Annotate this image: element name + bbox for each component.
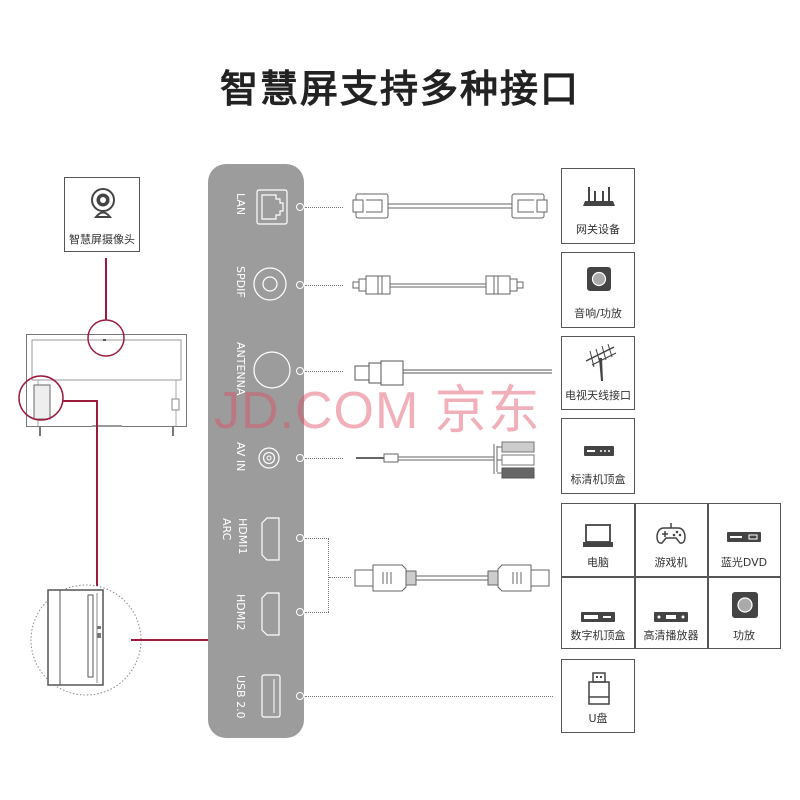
device-label-hd-player: 高清播放器 xyxy=(643,629,699,642)
dvd-player-icon xyxy=(727,532,761,542)
dotted-line-hdmi-merge xyxy=(329,577,351,578)
device-label-speaker: 音响/功放 xyxy=(574,307,622,320)
antenna-cable-icon xyxy=(354,360,552,386)
camera-label: 智慧屏摄像头 xyxy=(69,233,135,246)
av-cable-icon xyxy=(356,441,535,479)
device-cell-amplifier: 功放 xyxy=(708,578,780,649)
dotted-line-hdmi1 xyxy=(305,538,329,539)
port-connector-av-in[interactable] xyxy=(296,454,304,462)
ethernet-cable-icon xyxy=(352,193,548,219)
hd-player-icon xyxy=(654,612,688,622)
dotted-line-antenna xyxy=(305,371,343,372)
camera-box: 智慧屏摄像头 xyxy=(64,177,140,252)
gamepad-icon xyxy=(656,523,686,544)
port-connector-hdmi1[interactable] xyxy=(296,534,304,542)
device-label-bluray: 蓝光DVD xyxy=(720,556,768,569)
usb-drive-icon xyxy=(588,672,610,705)
port-label-hdmi2: HDMI2 xyxy=(234,594,247,631)
port-connector-antenna[interactable] xyxy=(296,367,304,375)
ports-connector-v xyxy=(96,400,98,586)
port-label-usb: USB 2.0 xyxy=(234,675,247,719)
device-cell-game-console: 游戏机 xyxy=(635,504,707,576)
port-label-hdmi1: HDMI1 xyxy=(236,518,249,555)
coaxial-cable-icon xyxy=(352,275,524,295)
magnified-side-view xyxy=(30,584,142,696)
device-box-speaker: 音响/功放 xyxy=(561,252,635,328)
port-connector-lan[interactable] xyxy=(296,203,304,211)
zoom-circle-camera xyxy=(87,319,125,357)
device-cell-digital-stb: 数字机顶盒 xyxy=(562,578,634,649)
side-view-connector-line xyxy=(131,639,211,641)
amplifier-icon xyxy=(732,592,758,618)
watermark: JD.COM 京东 xyxy=(214,382,541,440)
coaxial-port-icon xyxy=(253,267,287,301)
digital-set-top-box-icon xyxy=(581,612,615,622)
rj45-port-icon xyxy=(256,189,288,225)
ports-connector-h xyxy=(62,400,96,402)
device-label-game-console: 游戏机 xyxy=(654,556,688,569)
device-label-usb-drive: U盘 xyxy=(588,712,608,725)
hdmi-port-icon xyxy=(261,517,280,561)
port-connector-usb[interactable] xyxy=(296,692,304,700)
antenna-port-icon xyxy=(253,351,291,389)
device-label-computer: 电脑 xyxy=(587,556,609,569)
av-port-icon xyxy=(258,447,280,469)
dotted-line-av-in xyxy=(305,458,343,459)
laptop-icon xyxy=(583,524,613,547)
device-label-sd-stb: 标清机顶盒 xyxy=(570,473,626,486)
device-label-digital-stb: 数字机顶盒 xyxy=(570,629,626,642)
device-label-gateway: 网关设备 xyxy=(576,223,620,236)
port-label-spdif: SPDIF xyxy=(234,266,247,298)
port-label-lan: LAN xyxy=(234,193,247,216)
port-connector-spdif[interactable] xyxy=(296,281,304,289)
zoom-circle-ports xyxy=(18,375,64,421)
router-icon xyxy=(583,187,615,206)
camera-connector-line xyxy=(105,258,107,320)
set-top-box-icon xyxy=(584,446,614,456)
device-box-gateway: 网关设备 xyxy=(561,168,635,244)
port-label-arc: ARC xyxy=(220,518,233,541)
device-box-sd-stb: 标清机顶盒 xyxy=(561,418,635,494)
dotted-line-lan xyxy=(305,207,343,208)
webcam-icon xyxy=(91,188,115,218)
port-label-antenna: ANTENNA xyxy=(234,342,247,396)
dotted-line-hdmi2 xyxy=(305,612,329,613)
antenna-icon xyxy=(585,343,617,381)
tv-back-icon xyxy=(26,334,187,436)
device-label-amplifier: 功放 xyxy=(733,629,755,642)
speaker-icon xyxy=(587,267,611,291)
grid-divider-h xyxy=(561,576,781,578)
dotted-line-usb xyxy=(305,696,553,697)
device-cell-bluray: 蓝光DVD xyxy=(708,504,780,576)
port-panel xyxy=(208,164,304,738)
hdmi-cable-icon xyxy=(354,564,550,592)
device-box-usb-drive: U盘 xyxy=(561,659,635,733)
device-box-antenna: 电视天线接口 xyxy=(561,336,635,410)
device-cell-computer: 电脑 xyxy=(562,504,634,576)
port-connector-hdmi2[interactable] xyxy=(296,608,304,616)
dotted-line-hdmi-bracket xyxy=(328,538,329,612)
usb-port-icon xyxy=(261,674,281,718)
device-label-antenna: 电视天线接口 xyxy=(565,389,631,402)
hdmi-port-icon xyxy=(261,592,280,636)
page-title: 智慧屏支持多种接口 xyxy=(219,67,580,111)
dotted-line-spdif xyxy=(305,285,343,286)
device-cell-hd-player: 高清播放器 xyxy=(635,578,707,649)
port-label-av-in: AV IN xyxy=(234,442,247,472)
